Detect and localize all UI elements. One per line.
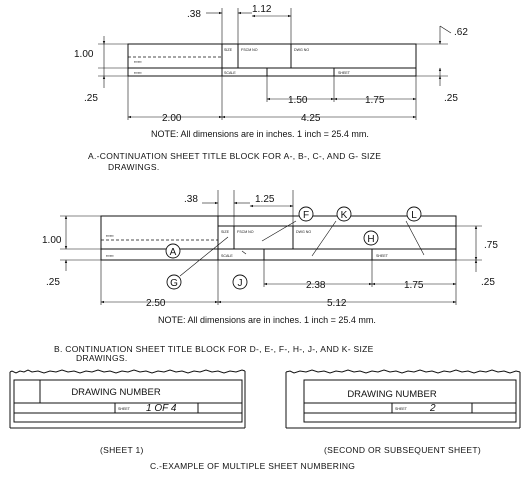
- callout-j: J: [232, 274, 248, 290]
- callout-g: G: [166, 274, 182, 290]
- sheet-1-sheet-label: SHEET: [118, 407, 131, 411]
- section-b-label-sheet: SHEET: [376, 254, 389, 258]
- callout-k-label: K: [341, 210, 348, 221]
- callout-l: L: [406, 206, 422, 222]
- subsequent-sheet-sheet-value: 2: [429, 403, 436, 414]
- section-b-dim-238: 2.38: [306, 280, 326, 291]
- callout-a-label: A: [170, 247, 177, 258]
- section-a-dim-175: 1.75: [365, 95, 385, 106]
- section-b-label-size: SIZE: [221, 230, 230, 234]
- section-a-dim-025-left: .25: [84, 93, 98, 104]
- section-b-smudge-text-2: ▪▪▪▪▪▪: [106, 254, 114, 258]
- section-b-caption-line2: DRAWINGS.: [76, 353, 128, 363]
- callout-h: H: [363, 230, 379, 246]
- section-b-dim-512: 5.12: [327, 298, 347, 309]
- section-b-block-outline: [100, 215, 457, 261]
- section-b-dim-038: .38: [184, 194, 198, 205]
- section-b-dim-250: 2.50: [146, 298, 166, 309]
- subsequent-sheet-example: DRAWING NUMBER SHEET 2: [285, 369, 521, 429]
- subsequent-sheet-torn-edge: [285, 369, 521, 374]
- section-b-dim-125: 1.25: [255, 194, 275, 205]
- section-b-label-dwg: DWG NO: [296, 230, 311, 234]
- section-c-caption: C.-EXAMPLE OF MULTIPLE SHEET NUMBERING: [150, 461, 355, 471]
- sheet-1-sheet-value: 1 OF 4: [146, 403, 177, 414]
- callout-g-label: G: [170, 278, 178, 289]
- section-b-dim-025-right: .25: [481, 277, 495, 288]
- section-a-label-scale: SCALE: [224, 71, 236, 75]
- section-a-dim-062: .62: [454, 27, 468, 38]
- section-a-dim-100: 1.00: [74, 49, 94, 60]
- section-a-caption-line1: A.-CONTINUATION SHEET TITLE BLOCK FOR A-…: [88, 151, 381, 161]
- section-a-label-size: SIZE: [224, 48, 233, 52]
- section-a-label-dwg: DWG NO: [294, 48, 309, 52]
- section-b-label-fscm: FSCM NO: [237, 230, 254, 234]
- callout-l-label: L: [411, 210, 417, 221]
- section-a-dim-425: 4.25: [301, 113, 321, 124]
- subsequent-sheet-sheet-label: SHEET: [395, 407, 408, 411]
- section-a-dim-150: 1.50: [288, 95, 308, 106]
- section-a-dim-112: 1.12: [252, 4, 272, 15]
- section-b-dim-025-left: .25: [46, 277, 60, 288]
- callout-f-label: F: [303, 210, 309, 221]
- section-a-block-outline: [127, 43, 417, 77]
- sheet-1-torn-edge: [9, 369, 246, 374]
- section-a-label-fscm: FSCM NO: [241, 48, 258, 52]
- section-a-label-sheet: SHEET: [338, 71, 351, 75]
- sheet-1-caption: (SHEET 1): [100, 445, 144, 455]
- sheet-1-example: DRAWING NUMBER SHEET 1 OF 4: [9, 369, 246, 429]
- section-a-dim-200: 2.00: [162, 113, 182, 124]
- sheet-1-drawing-number: DRAWING NUMBER: [71, 387, 161, 398]
- section-b-note: NOTE: All dimensions are in inches. 1 in…: [158, 315, 376, 325]
- section-a-note: NOTE: All dimensions are in inches. 1 in…: [151, 129, 369, 139]
- section-a-dim-025-right: .25: [444, 93, 458, 104]
- section-b-smudge-text: ▪▪▪▪▪▪: [106, 234, 114, 238]
- section-b-label-scale: SCALE: [221, 254, 233, 258]
- section-b-dim-175: 1.75: [404, 280, 424, 291]
- section-b-dim-100: 1.00: [42, 235, 62, 246]
- section-a-dim-038: .38: [187, 9, 201, 20]
- callout-j-label: J: [238, 278, 243, 289]
- section-c-sheet-numbering: DRAWING NUMBER SHEET 1 OF 4 (SHEET 1) DR…: [9, 369, 521, 471]
- section-a-smudge-text-2: ▪▪▪▪▪▪: [134, 71, 142, 75]
- callout-f: F: [298, 206, 314, 222]
- callout-a: A: [165, 243, 181, 259]
- section-b-caption-line1: B. CONTINUATION SHEET TITLE BLOCK FOR D-…: [54, 344, 374, 354]
- callout-h-label: H: [367, 234, 374, 245]
- section-b-dim-075: .75: [484, 240, 498, 251]
- section-a-caption-line2: DRAWINGS.: [108, 162, 160, 172]
- section-b-title-block-diagram: ▪▪▪▪▪▪ ▪▪▪▪▪▪ SIZE FSCM NO DWG NO SCALE …: [42, 190, 498, 363]
- subsequent-sheet-caption: (SECOND OR SUBSEQUENT SHEET): [324, 445, 481, 455]
- section-a-title-block-diagram: ▪▪▪▪▪▪ ▪▪▪▪▪▪ SIZE FSCM NO DWG NO SCALE …: [74, 4, 468, 172]
- section-a-smudge-text: ▪▪▪▪▪▪: [134, 60, 142, 64]
- subsequent-sheet-drawing-number: DRAWING NUMBER: [347, 389, 437, 400]
- callout-k: K: [336, 206, 352, 222]
